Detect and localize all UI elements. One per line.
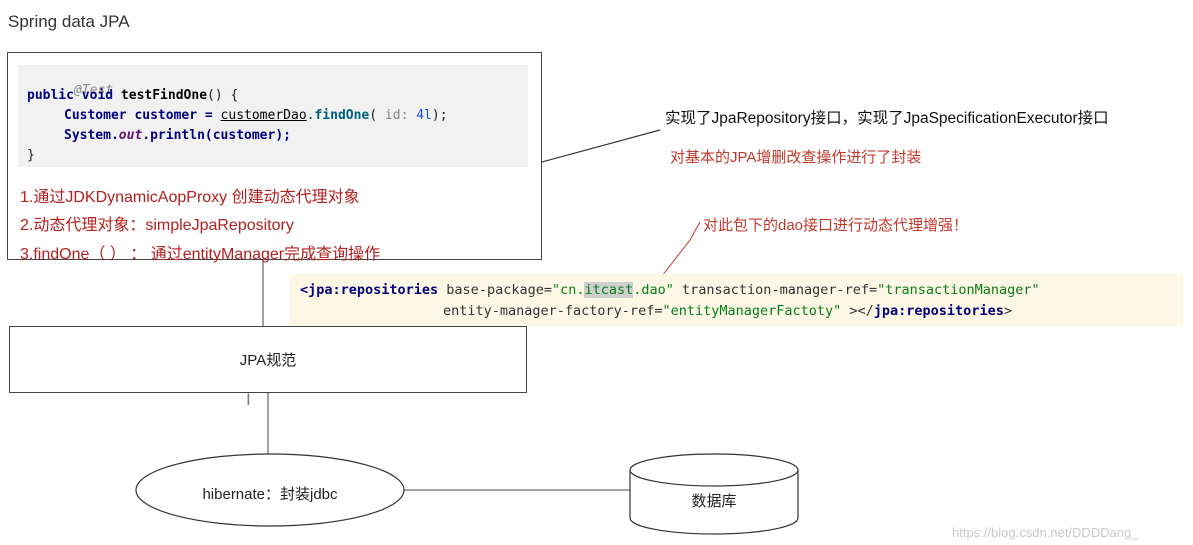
watermark: https://blog.csdn.net/DDDDang_: [952, 525, 1139, 540]
step-3: 3.findOne（ ） ： 通过entityManager完成查询操作: [20, 246, 381, 263]
jpa-spec-box: JPA规范: [9, 326, 527, 393]
xml-line-1: <jpa:repositories base-package="cn.itcas…: [300, 282, 1040, 298]
code-line-close: }: [27, 148, 35, 163]
note-to-package-line: [654, 221, 701, 286]
note-crud: 对基本的JPA增删改查操作进行了封装: [670, 149, 922, 166]
step-2: 2.动态代理对象：simpleJpaRepository: [20, 217, 294, 234]
note-interfaces: 实现了JpaRepository接口，实现了JpaSpecificationEx…: [665, 110, 1109, 127]
text-cursor-icon: I: [246, 390, 251, 409]
hibernate-ellipse: [135, 453, 405, 527]
code-line-findone: Customer customer = customerDao.findOne(…: [64, 108, 448, 123]
note-dao-proxy: 对此包下的dao接口进行动态代理增强！: [703, 217, 969, 234]
code-line-println: System.out.println(customer);: [64, 128, 291, 143]
code-line-annotation: @Test: [73, 83, 114, 98]
database-cylinder: [629, 453, 799, 535]
test-method-box: @Test public void testFindOne() { Custom…: [7, 52, 542, 263]
step-1: 1.通过JDKDynamicAopProxy 创建动态代理对象: [20, 189, 360, 206]
code-line-signature: public void testFindOne() {: [27, 88, 239, 103]
xml-config-block: <jpa:repositories base-package="cn.itcas…: [290, 274, 1183, 326]
database-label: 数据库: [691, 493, 737, 510]
jpa-spec-label: JPA规范: [239, 352, 297, 369]
page-title: Spring data JPA: [8, 12, 130, 31]
code-block: @Test public void testFindOne() { Custom…: [18, 65, 528, 167]
hibernate-label: hibernate：封装jdbc: [202, 486, 338, 503]
xml-line-2: entity-manager-factory-ref="entityManage…: [443, 303, 1012, 319]
